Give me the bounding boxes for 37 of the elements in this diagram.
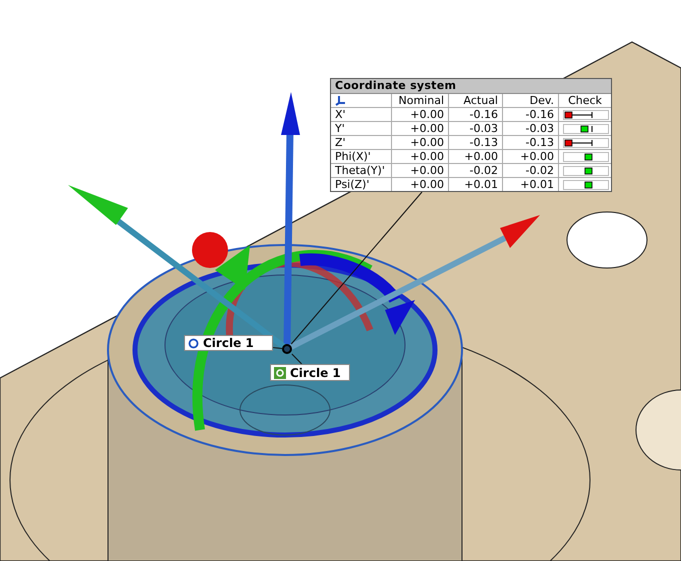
column-header: Dev. — [530, 94, 554, 107]
table-cell: +0.01 — [520, 178, 554, 191]
coordinate-table — [330, 78, 612, 192]
table-cell: -0.03 — [470, 122, 498, 135]
table-cell: +0.00 — [410, 164, 444, 177]
table-cell: -0.02 — [470, 164, 498, 177]
table-cell: +0.00 — [410, 150, 444, 163]
table-cell: +0.00 — [410, 122, 444, 135]
column-header: Check — [568, 94, 602, 107]
table-cell: +0.01 — [464, 178, 498, 191]
column-header: Nominal — [398, 94, 444, 107]
table-cell: Y' — [335, 122, 345, 135]
table-cell: Phi(X)' — [335, 150, 371, 163]
table-cell: -0.02 — [526, 164, 554, 177]
table-cell: +0.00 — [410, 108, 444, 121]
table-cell: -0.03 — [526, 122, 554, 135]
feature-label — [184, 335, 273, 351]
feature-label — [270, 364, 350, 381]
leader-line — [291, 354, 302, 364]
table-cell: -0.16 — [526, 108, 554, 121]
table-cell: Theta(Y)' — [335, 164, 385, 177]
table-cell: -0.13 — [470, 136, 498, 149]
table-cell: +0.00 — [410, 178, 444, 191]
table-cell: +0.00 — [410, 136, 444, 149]
table-cell: +0.00 — [520, 150, 554, 163]
column-header: Actual — [464, 94, 498, 107]
label-text: Circle 1 — [203, 335, 254, 352]
table-cell: Z' — [335, 136, 346, 149]
table-cell: -0.13 — [526, 136, 554, 149]
table-cell: -0.16 — [470, 108, 498, 121]
label-text: Circle 1 — [290, 364, 341, 382]
table-cell: +0.00 — [464, 150, 498, 163]
leader-line — [272, 347, 282, 349]
table-cell: Psi(Z)' — [335, 178, 370, 191]
leader-line — [290, 192, 422, 344]
table-title: Coordinate system — [335, 79, 456, 92]
table-cell: X' — [335, 108, 346, 121]
